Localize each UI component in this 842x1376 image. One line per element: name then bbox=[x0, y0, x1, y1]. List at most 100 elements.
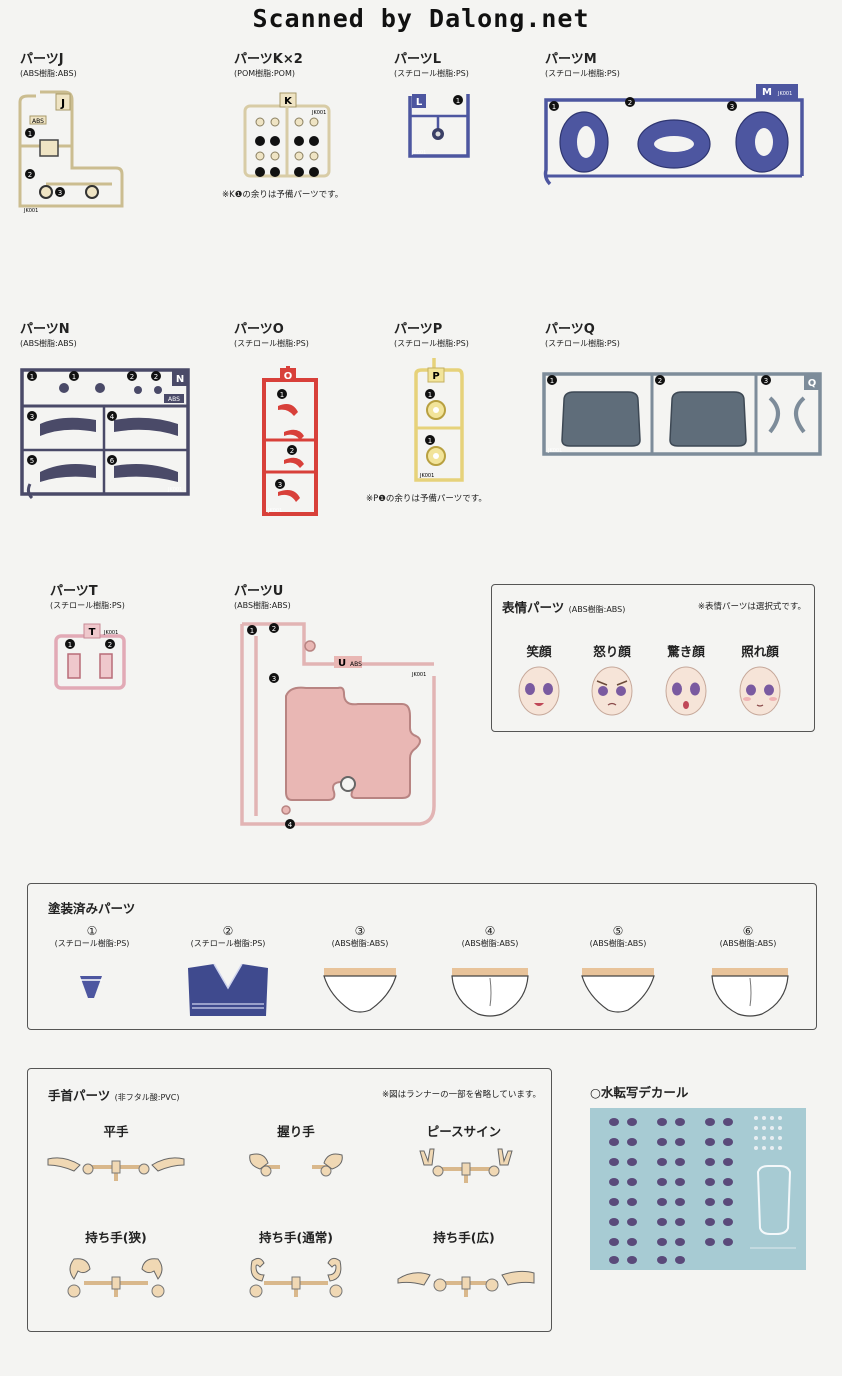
part-k-heading: パーツK×2 (POM樹脂:POM) bbox=[234, 48, 303, 79]
svg-text:3: 3 bbox=[30, 413, 34, 421]
expression-note: ※表情パーツは選択式です。 bbox=[697, 602, 806, 612]
painted-item-3: ③ (ABS樹脂:ABS) bbox=[310, 924, 410, 949]
svg-text:1: 1 bbox=[72, 373, 76, 381]
part-u-heading: パーツU (ABS樹脂:ABS) bbox=[234, 580, 291, 611]
painted-item-4-material: (ABS樹脂:ABS) bbox=[461, 939, 519, 948]
svg-text:1: 1 bbox=[428, 391, 432, 399]
svg-text:1: 1 bbox=[28, 130, 32, 138]
part-p-heading: パーツP (スチロール樹脂:PS) bbox=[394, 318, 469, 349]
hand-fist-icon bbox=[249, 1153, 343, 1177]
part-o-title: パーツO bbox=[234, 322, 284, 337]
part-m-title: パーツM bbox=[545, 52, 597, 67]
part-l-material: (スチロール樹脂:PS) bbox=[394, 69, 469, 78]
part-q-material: (スチロール樹脂:PS) bbox=[545, 339, 620, 348]
part-m-heading: パーツM (スチロール樹脂:PS) bbox=[545, 48, 620, 79]
part-o-letter: O bbox=[284, 371, 293, 382]
decal-title: ○水転写デカール bbox=[590, 1082, 688, 1101]
painted-item-1: ① (スチロール樹脂:PS) bbox=[42, 924, 142, 949]
part-p-title: パーツP bbox=[394, 322, 443, 337]
face-shy-icon bbox=[739, 666, 781, 716]
runner-l: L 1 JK001 bbox=[408, 94, 470, 158]
hand-parts-box: 手首パーツ (非フタル酸:PVC) ※図はランナーの一部を省略しています。 平手… bbox=[27, 1068, 552, 1332]
painted-item-6-material: (ABS樹脂:ABS) bbox=[719, 939, 777, 948]
expression-title-text: 表情パーツ bbox=[502, 600, 565, 615]
part-u-material: (ABS樹脂:ABS) bbox=[234, 601, 291, 610]
face-surprised-icon bbox=[665, 666, 707, 716]
svg-text:3: 3 bbox=[730, 103, 734, 111]
part-j-tag: ABS bbox=[32, 118, 44, 125]
face-angry-icon bbox=[591, 666, 633, 716]
svg-text:2: 2 bbox=[130, 373, 134, 381]
svg-text:1: 1 bbox=[456, 97, 460, 105]
hand-grip-narrow-icon bbox=[67, 1258, 165, 1298]
hand-label-peace: ピースサイン bbox=[426, 1124, 502, 1139]
hand-label-grip-normal: 持ち手(通常) bbox=[259, 1230, 333, 1245]
part-q-code: JK001 bbox=[547, 448, 562, 454]
svg-text:2: 2 bbox=[28, 171, 32, 179]
svg-text:2: 2 bbox=[290, 447, 294, 455]
svg-text:2: 2 bbox=[272, 625, 276, 633]
face-label-shy: 照れ顔 bbox=[741, 644, 779, 659]
svg-text:3: 3 bbox=[58, 189, 62, 197]
expression-material: (ABS樹脂:ABS) bbox=[568, 605, 626, 614]
svg-text:1: 1 bbox=[280, 391, 284, 399]
hand-flat-icon bbox=[47, 1157, 185, 1181]
part-u-tag: ABS bbox=[350, 661, 362, 668]
part-m-letter: M bbox=[762, 87, 772, 98]
part-n-title: パーツN bbox=[20, 322, 70, 337]
part-n-tag: ABS bbox=[168, 396, 180, 403]
painted-item-2: ② (スチロール樹脂:PS) bbox=[178, 924, 278, 949]
part-l-heading: パーツL (スチロール樹脂:PS) bbox=[394, 48, 469, 79]
painted-item-2-num: ② bbox=[222, 924, 234, 938]
svg-text:2: 2 bbox=[658, 377, 662, 385]
painted-parts-box: 塗装済みパーツ ① (スチロール樹脂:PS) ② (スチロール樹脂:PS) ③ … bbox=[27, 883, 817, 1030]
runner-k: K JK001 bbox=[243, 92, 331, 178]
part-j-material: (ABS樹脂:ABS) bbox=[20, 69, 77, 78]
painted-briefs-4-icon bbox=[451, 968, 529, 1017]
svg-text:1: 1 bbox=[428, 437, 432, 445]
part-p-material: (スチロール樹脂:PS) bbox=[394, 339, 469, 348]
painted-item-3-num: ③ bbox=[354, 924, 366, 938]
part-k-material: (POM樹脂:POM) bbox=[234, 69, 295, 78]
expression-parts-title: 表情パーツ (ABS樹脂:ABS) bbox=[502, 597, 625, 616]
hand-parts-title: 手首パーツ (非フタル酸:PVC) bbox=[48, 1085, 179, 1104]
painted-item-5-material: (ABS樹脂:ABS) bbox=[589, 939, 647, 948]
part-j-code: JK001 bbox=[23, 208, 38, 214]
painted-briefs-6-icon bbox=[711, 968, 789, 1017]
painted-tie-icon bbox=[80, 976, 102, 998]
expression-parts-box: 表情パーツ (ABS樹脂:ABS) ※表情パーツは選択式です。 笑顔 怒り顔 驚… bbox=[491, 584, 815, 732]
part-t-heading: パーツT (スチロール樹脂:PS) bbox=[50, 580, 125, 611]
painted-item-1-material: (スチロール樹脂:PS) bbox=[54, 939, 130, 948]
decal-sheet bbox=[590, 1108, 806, 1270]
face-label-surprised: 驚き顔 bbox=[667, 644, 705, 659]
part-n-material: (ABS樹脂:ABS) bbox=[20, 339, 77, 348]
svg-text:1: 1 bbox=[250, 627, 254, 635]
painted-item-4-num: ④ bbox=[484, 924, 496, 938]
svg-text:1: 1 bbox=[68, 641, 72, 649]
hand-peace-icon bbox=[419, 1148, 513, 1183]
part-m-code: JK001 bbox=[777, 91, 792, 97]
part-o-code: JK001 bbox=[267, 508, 282, 514]
svg-text:5: 5 bbox=[30, 457, 34, 465]
hand-grip-wide-icon bbox=[397, 1270, 535, 1297]
part-p-letter: P bbox=[432, 371, 439, 382]
svg-text:1: 1 bbox=[552, 103, 556, 111]
painted-item-5-num: ⑤ bbox=[612, 924, 624, 938]
hand-label-grip-wide: 持ち手(広) bbox=[433, 1230, 495, 1245]
runner-o: O 123 JK001 bbox=[262, 366, 318, 516]
painted-parts-title: 塗装済みパーツ bbox=[48, 901, 136, 916]
painted-briefs-3-icon bbox=[323, 968, 397, 1013]
part-j-letter: J bbox=[60, 97, 65, 110]
runner-j: J ABS 1 2 3 JK001 bbox=[18, 90, 124, 214]
face-smile-icon bbox=[518, 666, 560, 716]
part-k-letter: K bbox=[284, 96, 293, 107]
part-n-heading: パーツN (ABS樹脂:ABS) bbox=[20, 318, 77, 349]
hand-note: ※図はランナーの一部を省略しています。 bbox=[381, 1090, 541, 1100]
part-p-code: JK001 bbox=[419, 473, 434, 479]
hand-label-grip-narrow: 持ち手(狭) bbox=[85, 1230, 147, 1245]
svg-text:1: 1 bbox=[30, 373, 34, 381]
painted-item-2-material: (スチロール樹脂:PS) bbox=[190, 939, 266, 948]
